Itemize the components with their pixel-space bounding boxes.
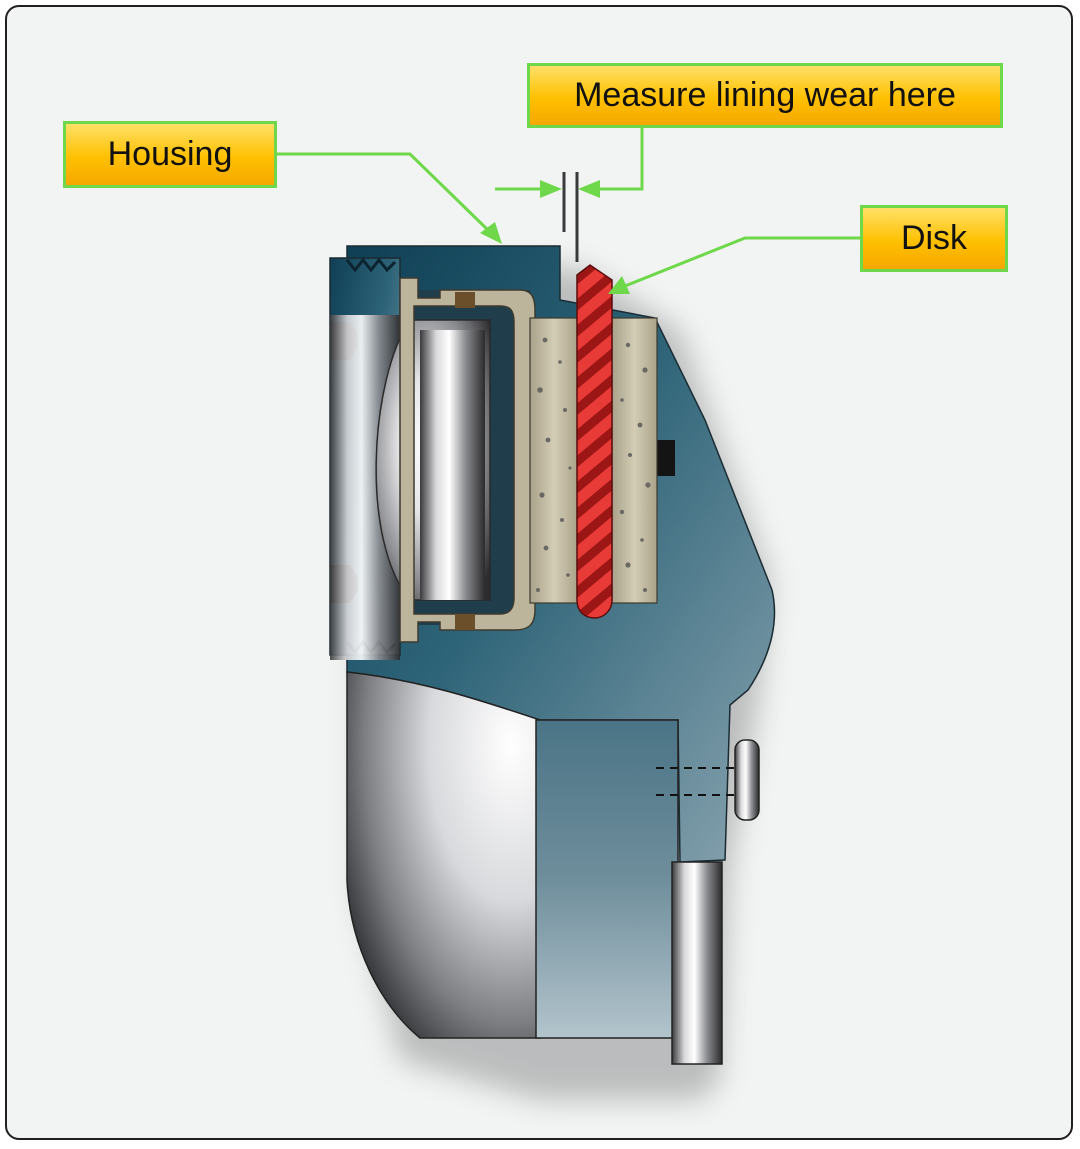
measure-arrowhead [578,180,600,198]
left-wear-arrowhead [540,180,562,198]
bleeder-screw [656,739,760,821]
housing-label: Housing [107,135,233,173]
brake-linings [529,317,658,604]
wear-gauge-marks [562,172,579,262]
piston [330,290,530,660]
measure-leader [600,128,644,191]
piston-cup [399,277,536,643]
leader-lines [277,128,860,288]
elbow-fitting [346,671,723,1065]
housing-arrowhead [480,222,502,244]
disk-leader [624,236,860,288]
leader-arrowheads [480,180,630,294]
disk-callout: Disk [860,205,1008,272]
disk-arrowhead [608,276,630,294]
measure-callout: Measure lining wear here [527,63,1003,128]
housing-leader [277,152,492,234]
measure-label: Measure lining wear here [574,76,956,114]
housing-callout: Housing [63,121,277,188]
disk-label: Disk [900,219,968,257]
brake-disk [576,264,613,619]
